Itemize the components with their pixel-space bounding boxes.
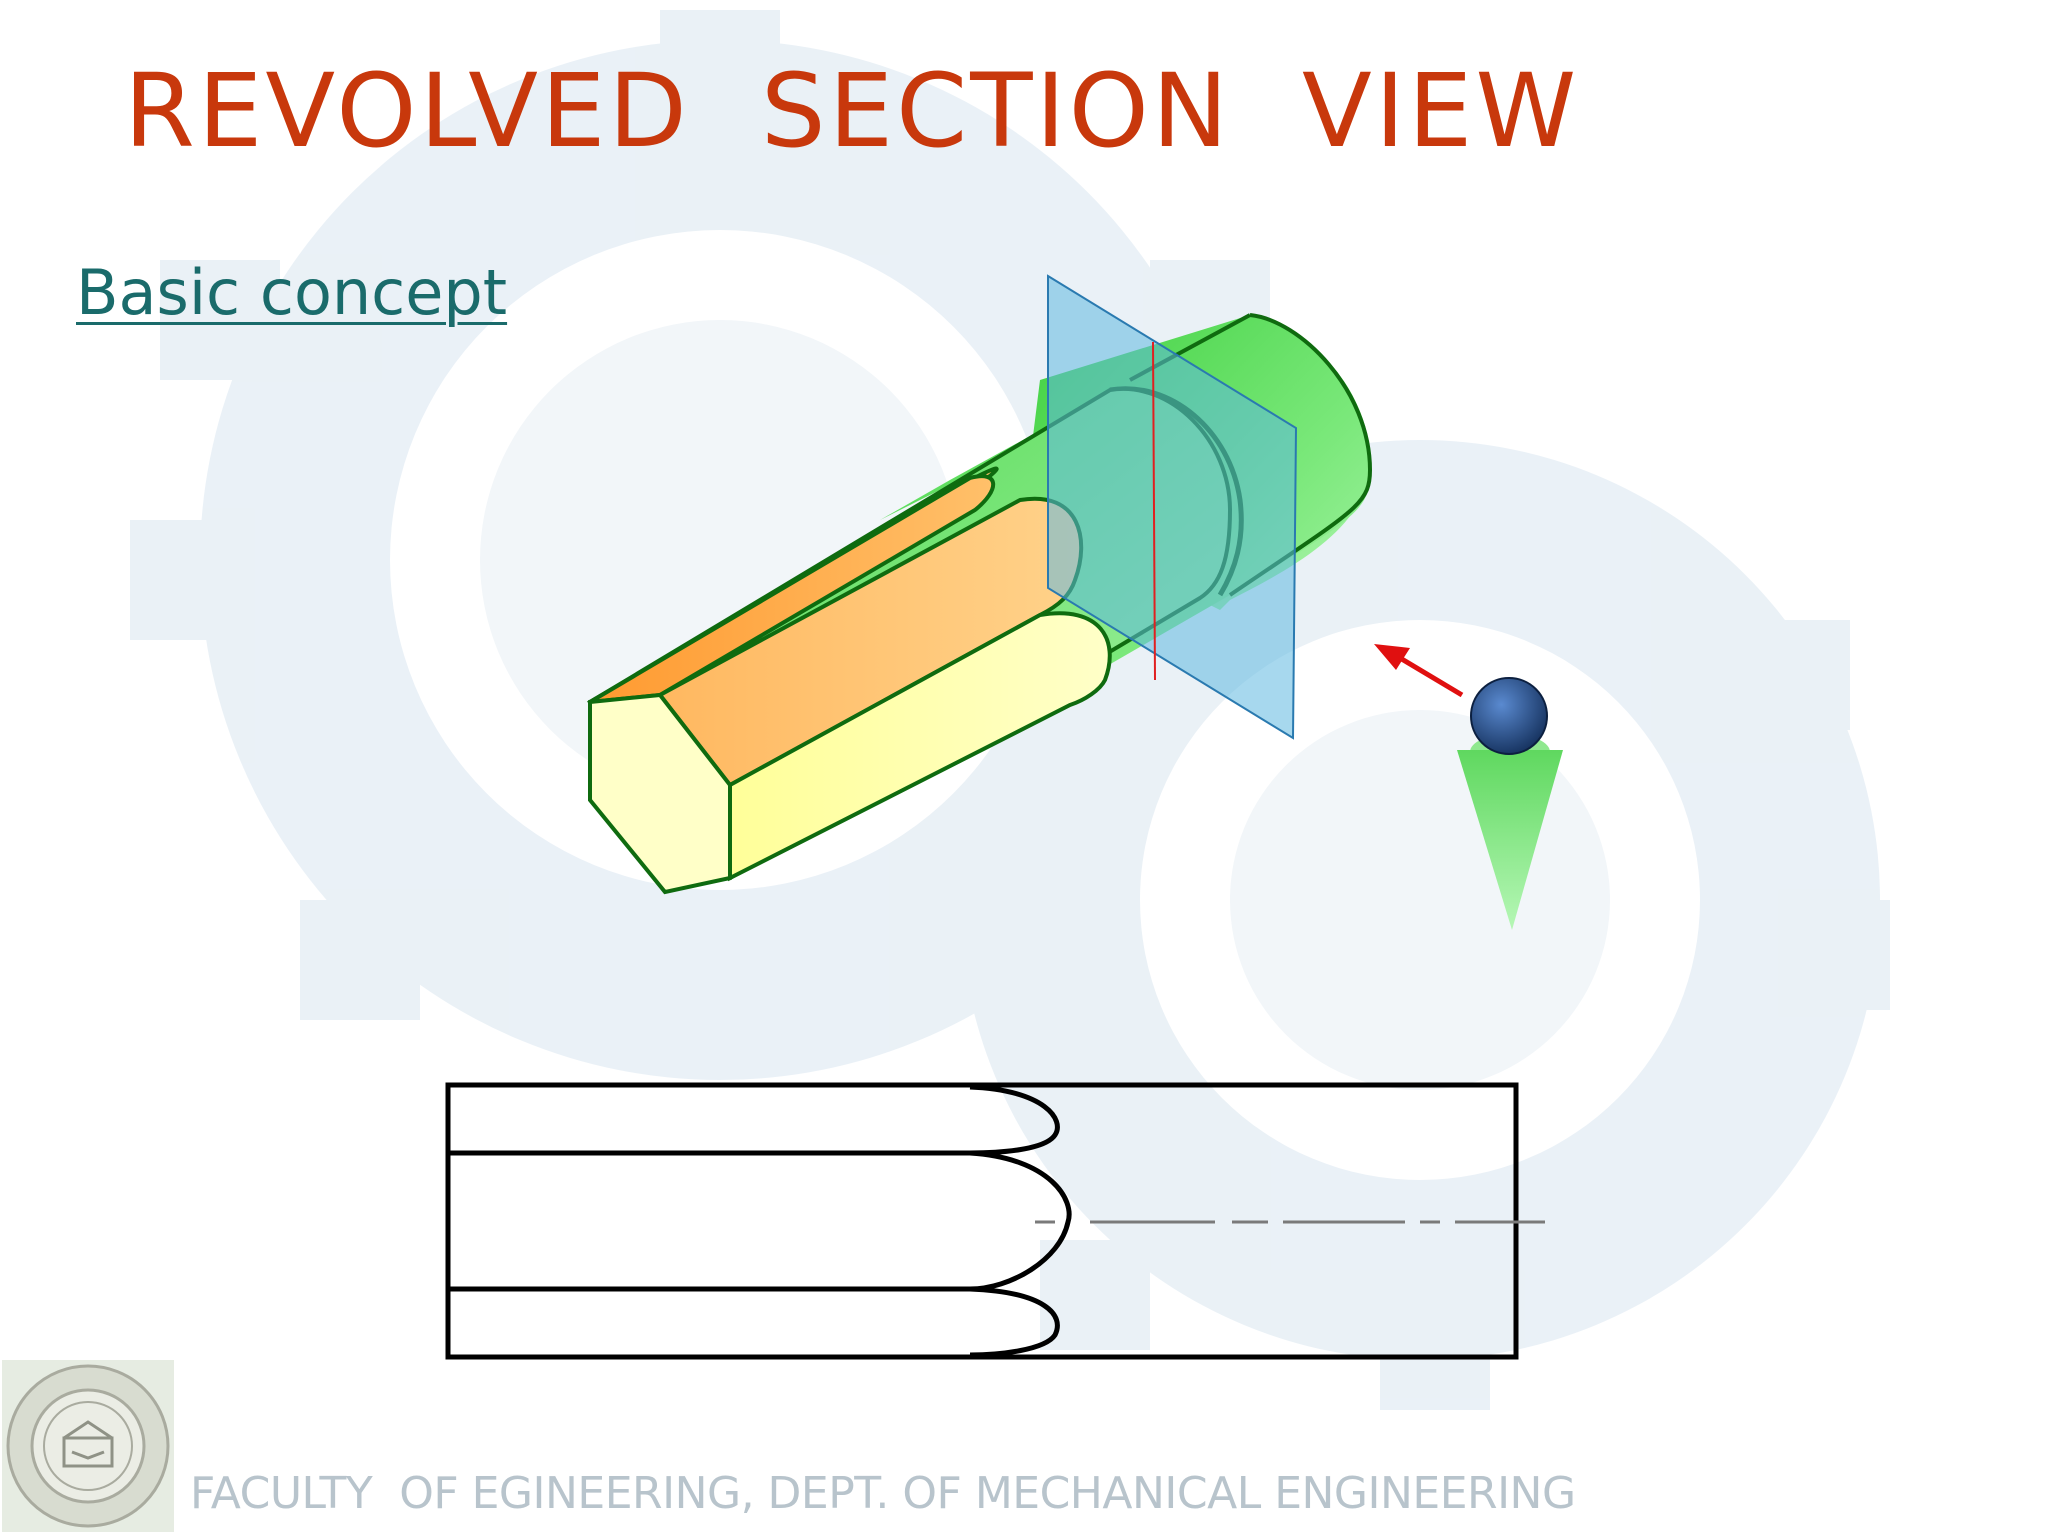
cut-line	[1152, 341, 1156, 681]
slide-subtitle: Basic concept	[76, 256, 508, 329]
university-seal-icon	[2, 1360, 174, 1532]
hex-end-face	[588, 692, 732, 895]
revolved-section-bottom	[969, 1286, 1060, 1358]
slot-lower	[728, 611, 1112, 882]
slide-title: REVOLVED SECTION VIEW	[124, 52, 1580, 171]
revolved-section-top	[969, 1084, 1060, 1156]
cutting-plane	[1047, 274, 1298, 740]
observer-icon	[1457, 677, 1563, 930]
footer-text: FACULTY OF EGINEERING, DEPT. OF MECHANIC…	[190, 1468, 1576, 1519]
view-direction-arrow-icon	[1374, 644, 1464, 698]
slot-upper	[588, 474, 996, 704]
revolved-section-mid	[969, 1150, 1072, 1292]
